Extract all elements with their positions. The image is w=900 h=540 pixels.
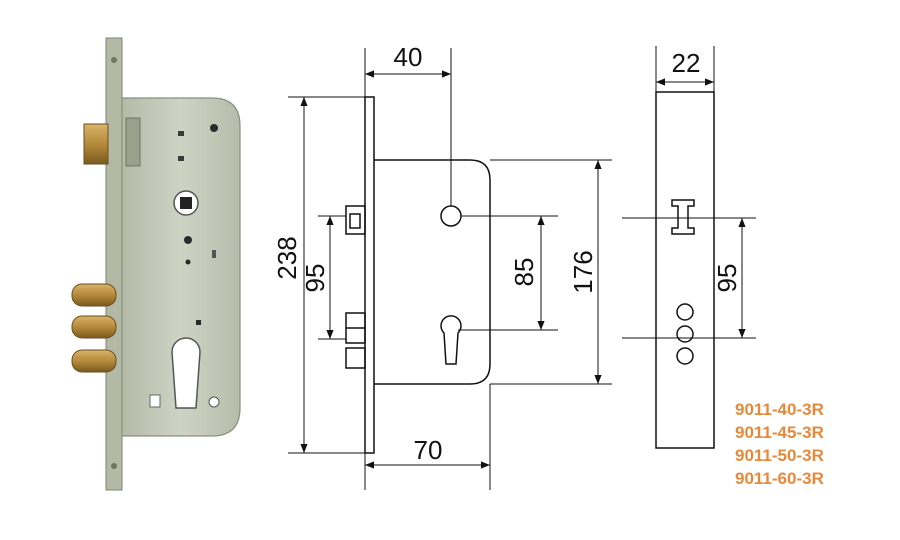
front-dimensions: [288, 48, 612, 490]
side-bolt-hole-2: [676, 325, 694, 343]
body-slot: [178, 156, 184, 161]
body-slot: [196, 320, 201, 325]
deadbolt-1: [71, 283, 117, 307]
front-faceplate: [364, 96, 375, 454]
front-latch-inner: [349, 213, 361, 229]
latch-lever: [125, 117, 141, 167]
side-bolt-hole-1: [676, 303, 694, 321]
lock-photo: [71, 37, 241, 491]
body-hole: [184, 236, 192, 244]
front-latch: [345, 205, 366, 235]
side-faceplate: [655, 91, 715, 449]
front-spindle-hole: [440, 205, 462, 227]
cylinder-keyhole: [171, 337, 201, 409]
body-hole: [185, 259, 191, 265]
body-slot: [212, 250, 216, 258]
body-hole: [208, 396, 220, 408]
faceplate: [105, 37, 123, 491]
model-code: 9011-40-3R: [735, 400, 824, 419]
body-hole: [210, 124, 218, 132]
front-bolt: [345, 347, 366, 369]
latch-bolt: [83, 123, 109, 165]
deadbolt-3: [71, 349, 117, 373]
dim-label-70: 70: [414, 435, 443, 465]
dim-label-238: 238: [272, 236, 302, 279]
dim-label-85: 85: [509, 258, 539, 287]
dim-label-22: 22: [672, 48, 701, 78]
front-view: [345, 96, 491, 454]
side-latch-cutout: [671, 199, 695, 235]
dim-label-95-side: 95: [712, 264, 742, 293]
body-slot: [178, 131, 184, 136]
dim-label-40: 40: [394, 42, 423, 72]
side-dimensions: [622, 46, 756, 339]
deadbolt-2: [71, 315, 117, 339]
dim-label-95-front: 95: [300, 264, 330, 293]
side-view: [655, 91, 715, 449]
faceplate-screw-top: [111, 57, 117, 63]
model-code: 9011-60-3R: [735, 469, 824, 488]
model-list: 9011-40-3R 9011-45-3R 9011-50-3R 9011-60…: [735, 398, 885, 490]
spindle-square: [180, 197, 192, 209]
faceplate-screw-bottom: [111, 463, 117, 469]
front-keyhole: [440, 315, 462, 365]
front-case: [374, 159, 491, 385]
dim-label-176: 176: [568, 250, 598, 293]
body-slot: [149, 394, 161, 408]
model-code: 9011-45-3R: [735, 423, 824, 442]
side-bolt-hole-3: [676, 347, 694, 365]
model-code: 9011-50-3R: [735, 446, 824, 465]
lock-case: [121, 97, 241, 437]
